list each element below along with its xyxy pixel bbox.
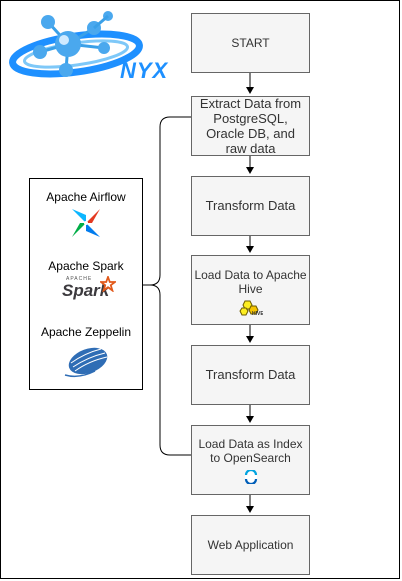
step-load-opensearch-label: Load Data as Index to OpenSearch <box>198 436 303 465</box>
step-transform-2-label: Transform Data <box>205 367 296 382</box>
nyx-logo: NYX <box>8 8 170 88</box>
step-extract-label: Extract Data from PostgreSQL, Oracle DB,… <box>199 96 302 156</box>
step-start-label: START <box>231 36 270 50</box>
step-transform-1-label: Transform Data <box>205 198 296 213</box>
tools-bracket <box>143 116 191 456</box>
tool-zeppelin-label: Apache Zeppelin <box>40 325 132 339</box>
step-start: START <box>191 13 310 73</box>
zeppelin-icon <box>64 347 108 378</box>
step-web-application-label: Web Application <box>207 538 294 552</box>
airflow-icon <box>72 209 100 237</box>
step-transform-1: Transform Data <box>191 176 310 236</box>
tool-spark-label: Apache Spark <box>48 259 124 273</box>
step-load-hive-label: Load Data to Apache Hive <box>194 267 307 296</box>
step-extract: Extract Data from PostgreSQL, Oracle DB,… <box>191 96 310 156</box>
spark-wordmark: Spark <box>62 281 110 300</box>
step-transform-2: Transform Data <box>191 345 310 405</box>
spark-small-text: APACHE <box>66 276 93 282</box>
step-web-application: Web Application <box>191 515 310 575</box>
tool-airflow-label: Apache Airflow <box>46 190 126 204</box>
step-load-hive: Load Data to Apache Hive HIVE <box>191 255 310 325</box>
tools-panel: Apache Airflow Apache Spark APACHE Spark… <box>29 178 143 390</box>
nyx-logo-graphic <box>9 11 143 78</box>
spark-star-icon <box>100 276 116 292</box>
hive-icon: HIVE <box>238 300 263 317</box>
svg-text:HIVE: HIVE <box>252 311 263 317</box>
logo-text: NYX <box>120 58 169 83</box>
opensearch-icon <box>244 469 257 484</box>
step-load-opensearch: Load Data as Index to OpenSearch <box>191 425 310 495</box>
spark-icon: APACHE Spark <box>60 276 116 302</box>
